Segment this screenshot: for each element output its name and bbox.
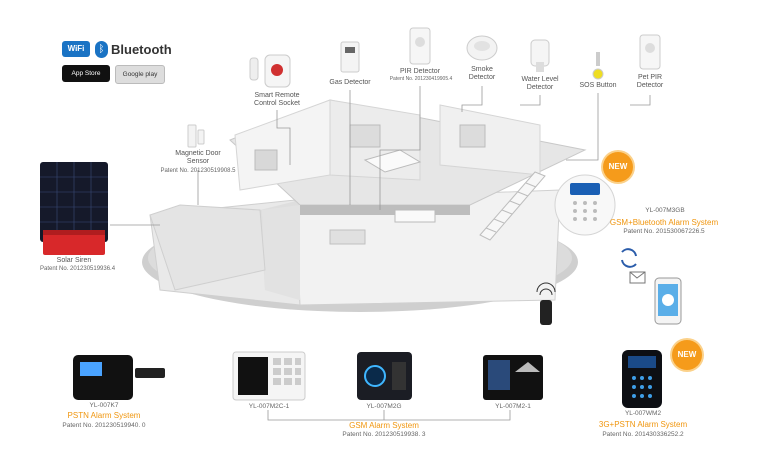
bluetooth-icon: ᛒ xyxy=(95,41,108,58)
pir-detector-device xyxy=(409,27,431,65)
smoke-detector-device xyxy=(466,35,498,61)
main-alarm-panel-device xyxy=(554,174,616,236)
wm2-model: YL-007WM2 xyxy=(624,410,662,417)
main-panel-model: YL-007M3GB xyxy=(645,207,685,214)
m21-panel-device xyxy=(483,355,543,400)
new-badge-wm2: NEW xyxy=(672,340,702,370)
main-panel-name: GSM+Bluetooth Alarm System xyxy=(609,218,719,227)
m2g-model: YL-007M2G xyxy=(366,403,402,410)
sync-icon xyxy=(621,248,637,268)
staircase xyxy=(479,171,546,241)
k7-model: YL-007K7 xyxy=(89,402,119,409)
m21-model: YL-007M2-1 xyxy=(495,403,531,410)
wifi-logo: WiFi xyxy=(62,41,90,57)
wm2-name: 3G+PSTN Alarm System xyxy=(598,420,688,429)
gsm-system-name: GSM Alarm System xyxy=(349,421,419,430)
water-detector-label: Water Level Detector xyxy=(521,76,559,91)
wm2-patent: Patent No. 201430336252.2 xyxy=(602,431,684,438)
door-sensor-device xyxy=(187,124,205,148)
pet-pir-device xyxy=(639,34,661,70)
sos-button-label: SOS Button xyxy=(579,82,617,89)
app-store-badge[interactable]: App Store xyxy=(62,65,110,82)
water-detector-device xyxy=(530,39,550,72)
bluetooth-logo-text: Bluetooth xyxy=(111,42,172,57)
smartphone-icon xyxy=(654,277,682,325)
mail-icon xyxy=(629,271,646,284)
solar-siren-patent: Patent No. 201230519936.4 xyxy=(40,266,116,272)
sos-button-device xyxy=(592,52,604,80)
wm2-panel-device xyxy=(622,350,662,408)
gas-detector-device xyxy=(340,41,360,73)
pir-detector-label: PIR Detector xyxy=(399,68,441,75)
remote-control-device xyxy=(536,282,556,325)
k7-patent: Patent No. 201230519940. 0 xyxy=(62,422,146,429)
new-badge: NEW xyxy=(603,152,633,182)
door-patent: Patent No. 201230519908.5 xyxy=(160,168,236,174)
k7-panel-device xyxy=(73,355,165,400)
smart-socket-device xyxy=(249,54,291,88)
smoke-detector-label: Smoke Detector xyxy=(468,66,496,81)
google-play-badge[interactable]: Google play xyxy=(115,65,165,84)
main-panel-patent: Patent No. 201530067226.5 xyxy=(623,228,705,235)
solar-siren-device xyxy=(40,162,108,255)
m2c-model: YL-007M2C-1 xyxy=(248,403,290,410)
solar-siren-label: Solar Siren xyxy=(56,257,92,264)
pet-pir-label: Pet PIR Detector xyxy=(636,74,664,89)
gsm-patent: Patent No. 201230519938. 3 xyxy=(342,431,426,438)
pir-patent: Patent No. 201230419905.4 xyxy=(389,76,453,82)
k7-name: PSTN Alarm System xyxy=(67,411,141,420)
door-sensor-label: Magnetic Door Sensor xyxy=(175,150,221,165)
smart-socket-label: Smart Remote Control Socket xyxy=(254,92,300,107)
m2g-panel-device xyxy=(357,352,412,400)
gas-detector-label: Gas Detector xyxy=(329,79,371,86)
m2c-panel-device xyxy=(232,351,306,401)
